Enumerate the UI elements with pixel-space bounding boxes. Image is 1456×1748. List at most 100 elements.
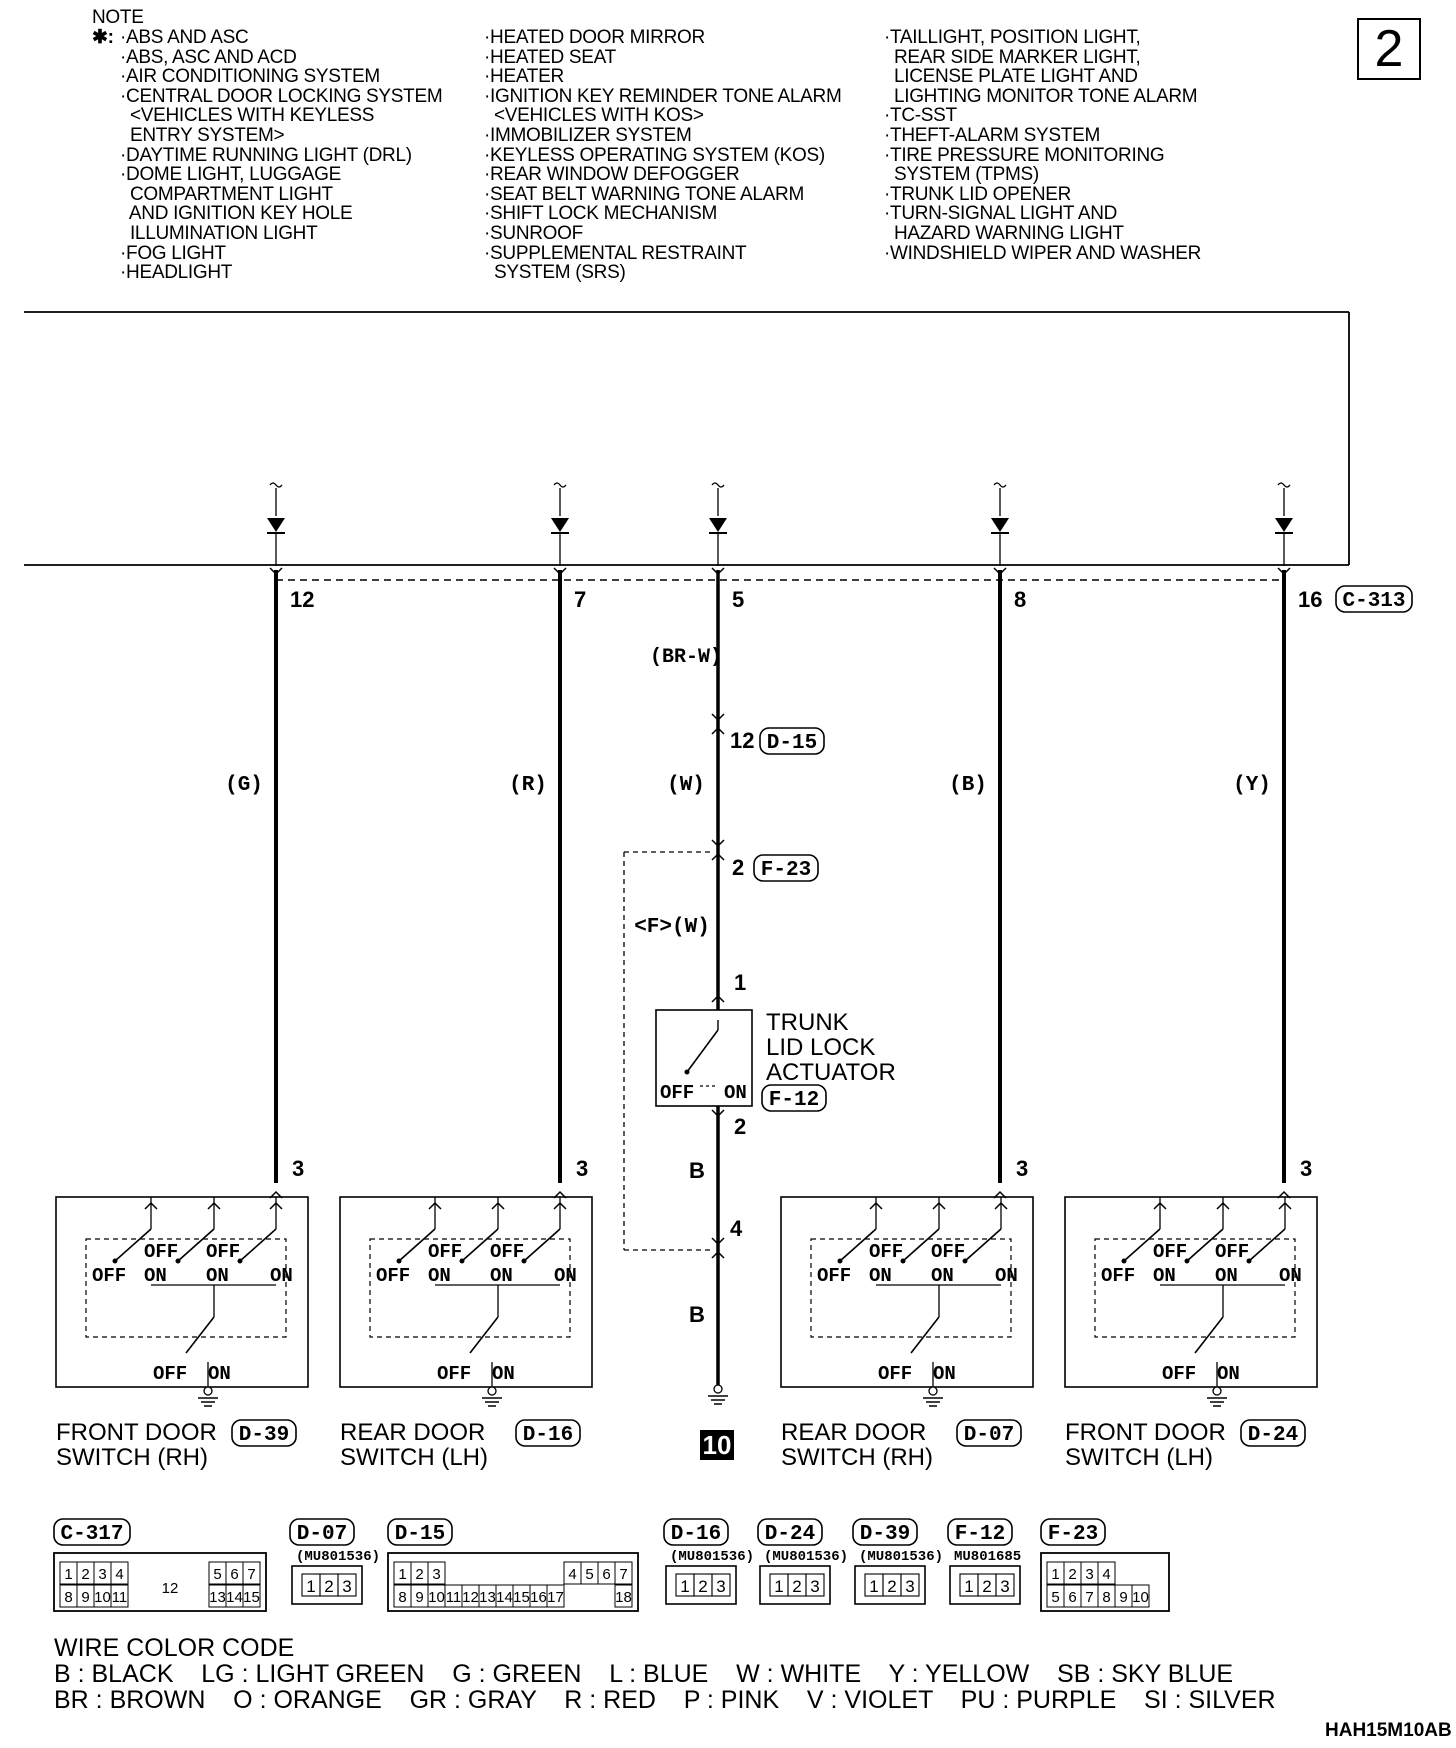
connector-f-12-tag-box xyxy=(947,1518,1013,1546)
connector-c-317-pin-14: 14 xyxy=(226,1589,243,1606)
circuit-4-sw-arrow-1 xyxy=(1216,1201,1230,1210)
actuator-blade xyxy=(686,1029,719,1073)
connector-d-15-tag-label: D-15 xyxy=(395,1523,445,1546)
circuit-4-on-3: ON xyxy=(1279,1265,1302,1287)
connector-d-24-pin-2: 2 xyxy=(792,1577,801,1596)
connector-c-317-pin-9: 9 xyxy=(81,1589,89,1606)
connector-d-39-tag-label: D-39 xyxy=(860,1523,910,1546)
f23-chevron-2 xyxy=(711,852,725,861)
circuit-3-sw-blade-2 xyxy=(964,1228,1002,1262)
c313-connector-tag-box xyxy=(1335,585,1413,613)
actuator-off: OFF xyxy=(660,1082,694,1104)
connector-d-16-pin-1: 1 xyxy=(680,1577,689,1596)
circuit-3-sw-arrow-2 xyxy=(994,1201,1008,1210)
connector-f-23-pin-1: 1 xyxy=(1051,1566,1059,1583)
wire-color-code-line-1: B : BLACK LG : LIGHT GREEN G : GREEN L :… xyxy=(54,1660,1234,1688)
connector-f-12-pin-3: 3 xyxy=(1000,1577,1009,1596)
circuit-1-sw-dot-1 xyxy=(175,1258,181,1264)
connector-c-317-pin-3: 3 xyxy=(98,1566,106,1583)
connector-c-317-tag-label: C-317 xyxy=(60,1523,123,1546)
document-id: HAH15M10AB xyxy=(1325,1720,1452,1741)
center-ground-ring xyxy=(713,1384,723,1394)
circuit-1-sw-arrow-2 xyxy=(269,1201,283,1210)
connector-c-317-pin-12: 12 xyxy=(162,1580,179,1597)
circuit-3-sw-dot-2 xyxy=(962,1258,968,1264)
circuit-2-sw-arrow-2 xyxy=(553,1201,567,1210)
connector-d-15-pin-14: 14 xyxy=(496,1589,513,1606)
circuit-1-off-4: OFF xyxy=(153,1363,187,1385)
connector-d-24-part: (MU801536) xyxy=(764,1549,848,1565)
connector-c-317-shell xyxy=(53,1552,267,1612)
connector-d-39-part: (MU801536) xyxy=(859,1549,943,1565)
circuit-1-off-3: OFF xyxy=(206,1241,240,1263)
circuit-1-off-2: OFF xyxy=(144,1241,178,1263)
circuit-3-ground-ring xyxy=(928,1386,938,1396)
connector-c-317-pin-13: 13 xyxy=(209,1589,226,1606)
connector-d-39-shell xyxy=(854,1565,926,1605)
circuit-1-switch-pin: 3 xyxy=(292,1156,304,1181)
connector-f-12-shell xyxy=(949,1565,1021,1605)
connector-f-23-cell-0-3 xyxy=(1097,1561,1116,1585)
center-wire-top-color: (BR-W) xyxy=(650,646,722,669)
circuit-3-sw-dot-1 xyxy=(900,1258,906,1264)
connector-d-07-tag-box xyxy=(289,1518,355,1546)
connector-f-12-tag-label: F-12 xyxy=(955,1523,1005,1546)
actuator-pin-1: 1 xyxy=(734,970,746,995)
circuit-1-diode-body xyxy=(267,518,285,532)
circuit-3-off-1: OFF xyxy=(817,1265,851,1287)
circuit-4-on-4: ON xyxy=(1217,1363,1240,1385)
connector-c-317-cell2-0-2 xyxy=(242,1561,261,1585)
circuit-4-switch-box xyxy=(1064,1196,1318,1388)
circuit-3-sw-dot-0 xyxy=(837,1258,843,1264)
connector-f-23-tag-label: F-23 xyxy=(1048,1523,1098,1546)
connector-f-23-cell-1-5 xyxy=(1131,1584,1150,1608)
circuit-3-off-4: OFF xyxy=(878,1363,912,1385)
circuit-3-sw-lower-blade xyxy=(910,1316,940,1354)
center-wire-b2: B xyxy=(689,1302,705,1327)
center-wire-b1: B xyxy=(689,1158,705,1183)
connector-d-39-cell-2 xyxy=(900,1573,920,1597)
circuit-2-switch-pin: 3 xyxy=(576,1156,588,1181)
connector-d-15-pin-11: 11 xyxy=(446,1589,462,1606)
connector-c-317-pin-4: 4 xyxy=(115,1566,123,1583)
f23-connector-tag-box xyxy=(753,854,819,882)
circuit-2-off-1: OFF xyxy=(376,1265,410,1287)
connector-d-24-pin-3: 3 xyxy=(810,1577,819,1596)
circuit-4-off-3: OFF xyxy=(1215,1241,1249,1263)
circuit-3-diode-body xyxy=(991,518,1009,532)
circuit-4-off-2: OFF xyxy=(1153,1241,1187,1263)
connector-f-23-tag-box xyxy=(1040,1518,1106,1546)
circuit-2-sw-dot-0 xyxy=(396,1258,402,1264)
connector-d-15-pin-2: 2 xyxy=(415,1566,423,1583)
circuit-1-on-1: ON xyxy=(144,1265,167,1287)
circuit-1-on-2: ON xyxy=(206,1265,229,1287)
circuit-1-name-1: FRONT DOOR xyxy=(56,1419,217,1446)
connector-d-15-pin-8: 8 xyxy=(398,1589,406,1606)
circuit-2-connector-tag-label: D-16 xyxy=(523,1424,573,1447)
circuit-2-ground-ring xyxy=(487,1386,497,1396)
note-column-2: ·HEATED DOOR MIRROR ·HEATED SEAT ·HEATER… xyxy=(484,27,842,284)
circuit-4-switch-chevron xyxy=(1277,1190,1291,1199)
wire-color-code-line-2: BR : BROWN O : ORANGE GR : GRAY R : RED … xyxy=(54,1686,1276,1714)
connector-c-317-pin-5: 5 xyxy=(213,1566,221,1583)
f23-connector-tag-label: F-23 xyxy=(761,859,811,882)
circuit-1-sw-blade-2 xyxy=(239,1228,277,1262)
circuit-3-on-4: ON xyxy=(933,1363,956,1385)
circuit-2-pin: 7 xyxy=(574,587,586,612)
connector-d-15-pin-13: 13 xyxy=(479,1589,496,1606)
circuit-4-on-1: ON xyxy=(1153,1265,1176,1287)
circuit-4-on-2: ON xyxy=(1215,1265,1238,1287)
circuit-4-connector-tag-label: D-24 xyxy=(1248,1424,1298,1447)
circuit-1-color: (G) xyxy=(225,774,263,797)
d15-chevron xyxy=(711,713,725,722)
connector-d-15-pin-5: 5 xyxy=(585,1566,593,1583)
circuit-3-connector-tag-label: D-07 xyxy=(964,1424,1014,1447)
j4-chevron xyxy=(711,1237,725,1246)
circuit-2-switch-chevron xyxy=(553,1190,567,1199)
connector-d-39-pin-2: 2 xyxy=(887,1577,896,1596)
connector-d-15-pin-17: 17 xyxy=(547,1589,564,1606)
circuit-3-sw-blade-0 xyxy=(839,1228,877,1262)
connector-f-12-part: MU801685 xyxy=(954,1549,1021,1565)
connector-f-23-pin-9: 9 xyxy=(1119,1589,1127,1606)
ground-id-box xyxy=(700,1430,734,1460)
